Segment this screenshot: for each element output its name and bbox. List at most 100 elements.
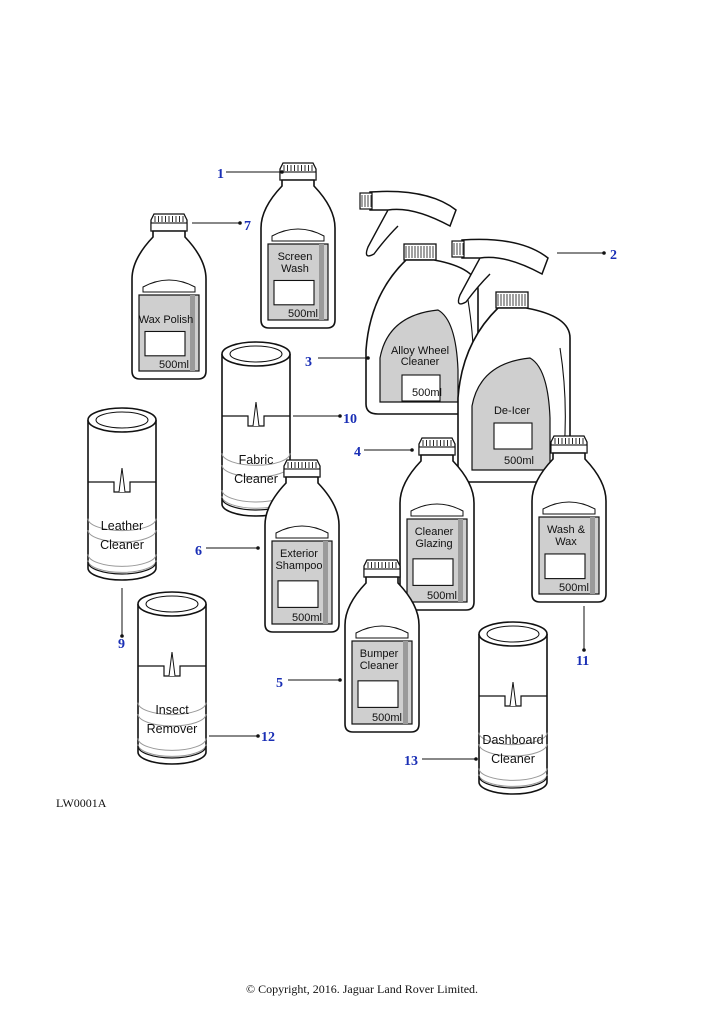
volume-label: 500ml — [412, 387, 442, 399]
callout-number: 6 — [195, 544, 202, 559]
product-label-line: Dashboard — [482, 733, 543, 747]
product-label-line: Alloy Wheel — [391, 345, 449, 357]
volume-label: 500ml — [288, 308, 318, 320]
label-window — [357, 680, 399, 708]
callout-number: 4 — [354, 445, 361, 460]
leader-dot — [410, 448, 414, 452]
product-label-line: De-Icer — [494, 405, 530, 417]
product-label-line: Insect — [155, 703, 189, 717]
spray-head-icon — [461, 238, 549, 276]
callout-10: 10 — [293, 412, 357, 427]
trigger-icon — [457, 257, 491, 305]
callout-number: 5 — [276, 676, 283, 691]
label-window — [493, 422, 533, 450]
bottle-cap-icon — [418, 437, 456, 456]
can-body — [478, 634, 548, 795]
leader-dot — [256, 546, 260, 550]
label-window — [273, 279, 315, 306]
label-window — [544, 553, 586, 580]
trigger-icon — [365, 209, 399, 257]
leader-dot — [602, 251, 606, 255]
callout-number: 3 — [305, 355, 312, 370]
callout-11: 11 — [576, 606, 589, 669]
callout-4: 4 — [354, 445, 414, 460]
leader-dot — [120, 634, 124, 638]
label-window — [277, 580, 319, 608]
product-label-line: Wax — [555, 536, 577, 548]
leader-dot — [474, 757, 478, 761]
volume-label: 500ml — [427, 590, 457, 602]
callout-9: 9 — [118, 588, 125, 652]
volume-label: 500ml — [504, 455, 534, 467]
bottle-cap-icon — [279, 162, 317, 181]
nozzle-icon — [168, 651, 176, 677]
volume-label: 500ml — [292, 612, 322, 624]
callout-number: 1 — [217, 167, 224, 182]
bottle-cap-icon — [150, 213, 188, 232]
product-label-line: Wash & — [547, 524, 586, 536]
bottle-cap-icon — [550, 435, 588, 454]
product-label-line: Cleaner — [401, 356, 440, 368]
label-window — [412, 558, 454, 586]
spray-head-icon — [369, 190, 457, 228]
bottle-cap-icon — [363, 559, 401, 578]
product-label-line: Cleaner — [360, 660, 399, 672]
product-label-line: Shampoo — [275, 560, 322, 572]
callout-12: 12 — [209, 730, 275, 745]
callout-number: 9 — [118, 637, 125, 652]
callout-6: 6 — [195, 544, 260, 559]
callout-1: 1 — [217, 167, 284, 182]
product-label-line: Screen — [278, 251, 313, 263]
product-label-line: Cleaner — [234, 472, 278, 486]
callout-2: 2 — [557, 248, 617, 263]
callout-number: 10 — [343, 412, 357, 427]
callout-number: 12 — [261, 730, 275, 745]
nozzle-icon — [118, 467, 126, 493]
product-label-line: Cleaner — [415, 526, 454, 538]
callout-number: 2 — [610, 248, 617, 263]
leader-dot — [256, 734, 260, 738]
product-label-line: Bumper — [360, 648, 399, 660]
callout-3: 3 — [305, 355, 370, 370]
product-label-line: Leather — [101, 519, 143, 533]
product-label-line: Cleaner — [491, 752, 535, 766]
spray-bottle-de-icer: De-Icer 500ml — [451, 238, 571, 483]
leader-dot — [582, 648, 586, 652]
leader-dot — [238, 221, 242, 225]
leader-dot — [280, 170, 284, 174]
product-label-line: Fabric — [239, 453, 274, 467]
figure-reference-code: LW0001A — [56, 796, 107, 810]
label-window — [144, 330, 186, 357]
leader-dot — [338, 414, 342, 418]
product-label-line: Wash — [281, 263, 309, 275]
nozzle-icon — [509, 681, 517, 707]
volume-label: 500ml — [559, 582, 589, 594]
callout-number: 7 — [244, 219, 251, 234]
label-window — [401, 374, 441, 402]
product-label-line: Cleaner — [100, 538, 144, 552]
callout-5: 5 — [276, 676, 342, 691]
callout-number: 11 — [576, 654, 589, 669]
nozzle-icon — [252, 401, 260, 427]
callout-13: 13 — [404, 754, 478, 769]
can-body — [87, 420, 157, 581]
product-label-line: Wax Polish — [139, 314, 194, 326]
product-label-line: Remover — [147, 722, 198, 736]
product-label-line: Exterior — [280, 548, 318, 560]
bottle-cap-icon — [283, 459, 321, 478]
callout-7: 7 — [192, 219, 251, 234]
can-body — [137, 604, 207, 765]
leader-dot — [366, 356, 370, 360]
bottle-wash-wax: Wash &Wax 500ml — [531, 435, 607, 603]
callout-number: 13 — [404, 754, 418, 769]
